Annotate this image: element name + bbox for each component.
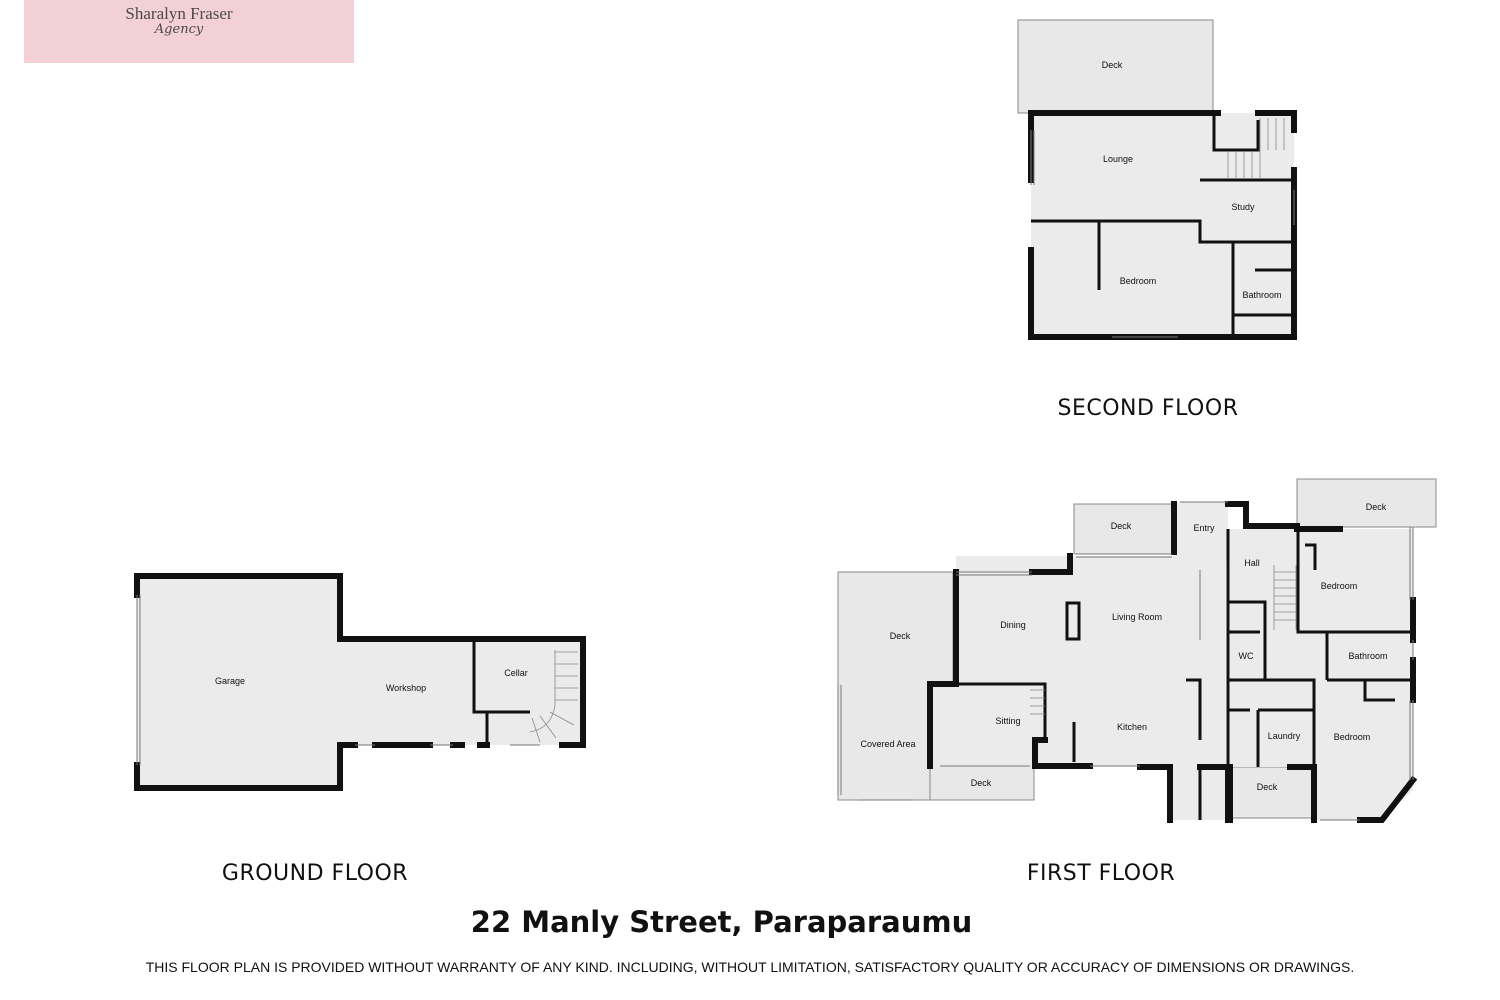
garage-fill — [137, 576, 340, 788]
workshop-cellar-fill — [340, 639, 583, 745]
agency-logo: Sharalyn Fraser Agency — [24, 0, 354, 63]
first-deck-bottom-right-label: Deck — [1257, 782, 1278, 792]
first-covered-area-label: Covered Area — [860, 739, 915, 749]
first-kitchen-label: Kitchen — [1117, 722, 1147, 732]
first-laundry-label: Laundry — [1268, 731, 1301, 741]
first-dining-label: Dining — [1000, 620, 1026, 630]
second-bedroom-label: Bedroom — [1120, 276, 1157, 286]
second-floor-fill — [1031, 113, 1294, 337]
second-deck-area — [1017, 19, 1214, 114]
ground-floor-title: GROUND FLOOR — [221, 861, 409, 886]
first-deck-bottom-left — [929, 764, 1035, 801]
first-bedroom-1-label: Bedroom — [1321, 581, 1358, 591]
first-deck-top — [1073, 503, 1175, 555]
first-deck-bottom-right — [1229, 766, 1313, 819]
first-deck-right-label: Deck — [1366, 502, 1387, 512]
disclaimer-text: THIS FLOOR PLAN IS PROVIDED WITHOUT WARR… — [145, 959, 1355, 975]
first-bedroom-2-label: Bedroom — [1334, 732, 1371, 742]
second-bathroom-label: Bathroom — [1242, 290, 1281, 300]
first-hall-label: Hall — [1244, 558, 1260, 568]
first-floor-title: FIRST FLOOR — [1026, 861, 1176, 886]
first-deck-top-label: Deck — [1111, 521, 1132, 531]
second-study-label: Study — [1231, 202, 1255, 212]
second-floor-plan: Deck Lounge Study Bedroom Bathroom — [1017, 19, 1297, 340]
first-deck-right — [1296, 478, 1437, 528]
workshop-label: Workshop — [386, 683, 426, 693]
first-wc-label: WC — [1239, 651, 1254, 661]
first-living-room-label: Living Room — [1112, 612, 1162, 622]
fireplace — [1065, 601, 1081, 641]
first-bathroom-label: Bathroom — [1348, 651, 1387, 661]
first-entry-label: Entry — [1193, 523, 1215, 533]
first-sitting-label: Sitting — [995, 716, 1020, 726]
second-floor-title: SECOND FLOOR — [1057, 396, 1239, 421]
first-deck-bottom-left-label: Deck — [971, 778, 992, 788]
second-lounge-label: Lounge — [1103, 154, 1133, 164]
ground-floor-plan: Garage Workshop Cellar — [134, 573, 586, 791]
logo-tagline: Agency — [154, 22, 204, 37]
garage-label: Garage — [215, 676, 245, 686]
cellar-label: Cellar — [504, 668, 528, 678]
first-deck-left-label: Deck — [890, 631, 911, 641]
property-address: 22 Manly Street, Paraparaumu — [470, 905, 973, 939]
second-deck-label: Deck — [1102, 60, 1123, 70]
first-floor-plan: Deck Entry Deck Hall Bedroom Deck Dining… — [837, 478, 1437, 823]
logo-brand-name: Sharalyn Fraser — [125, 4, 233, 23]
